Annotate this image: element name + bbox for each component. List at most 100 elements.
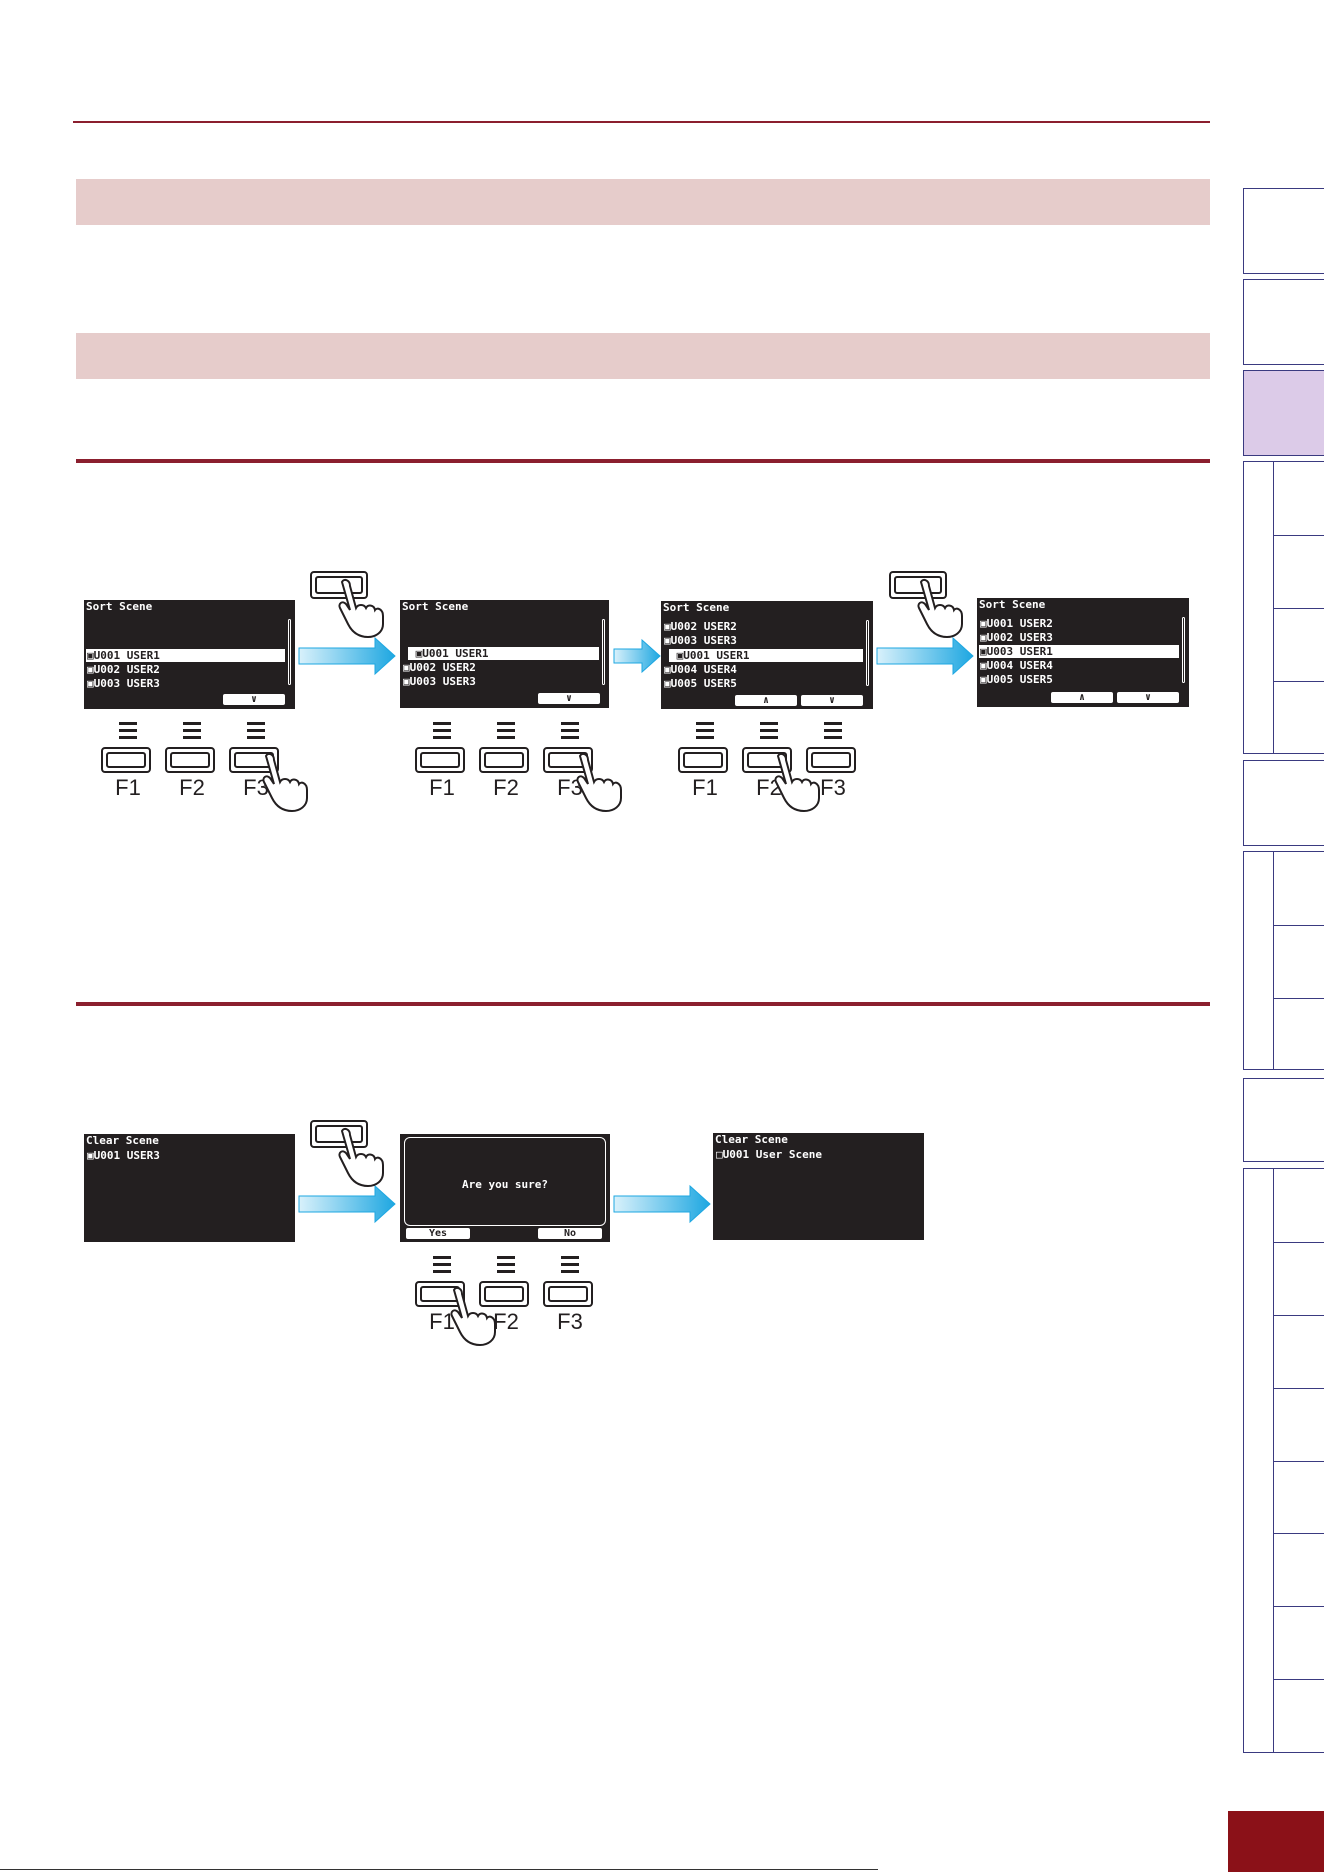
side-subtab-divider — [1273, 1461, 1324, 1462]
lcd-scrollbar — [602, 619, 605, 685]
function-label: F2 — [493, 1309, 519, 1334]
lcd-row: ▣U004 USER4 — [664, 663, 737, 676]
side-tab-5[interactable] — [1243, 760, 1324, 846]
side-tab-1[interactable] — [1243, 188, 1324, 274]
function-indicator-icon — [760, 722, 778, 740]
function-button-f2: F2 — [477, 722, 535, 802]
lcd-row-selected: ▣U001 USER1 — [408, 647, 599, 660]
lcd-row: ▣U003 USER3 — [403, 675, 476, 688]
lcd-down-button: ∨ — [223, 694, 285, 705]
side-subtab-divider — [1273, 681, 1324, 682]
lcd-row: ▣U005 USER5 — [980, 673, 1053, 686]
function-label: F3 — [820, 775, 846, 800]
function-button-f1: F1 — [413, 722, 471, 802]
lcd-screen-sort-2: Sort Scene ▣U001 USER1 ▣U002 USER2 ▣U003… — [400, 600, 609, 708]
lcd-title: Clear Scene — [715, 1133, 788, 1146]
heading-band-1 — [76, 179, 1210, 225]
lcd-screen-sort-1: Sort Scene ▣U001 USER1 ▣U002 USER2 ▣U003… — [84, 600, 295, 709]
function-indicator-icon — [561, 1256, 579, 1274]
side-subtab-divider — [1273, 608, 1324, 609]
lcd-row: ▣U002 USER2 — [403, 661, 476, 674]
section-rule-clear — [76, 1002, 1210, 1006]
function-indicator-icon — [497, 1256, 515, 1274]
function-label: F3 — [557, 1309, 583, 1334]
lcd-down-button: ∨ — [801, 695, 863, 706]
confirm-dialog: Are you sure? — [404, 1137, 606, 1226]
lcd-screen-sort-4: Sort Scene ▣U001 USER2 ▣U002 USER3 ▣U003… — [977, 598, 1189, 707]
function-indicator-icon — [119, 722, 137, 740]
function-indicator-icon — [433, 722, 451, 740]
side-subtab-divider — [1273, 925, 1324, 926]
header-rule — [73, 121, 1210, 123]
function-button-f1: F1 — [99, 722, 157, 802]
side-tab-2[interactable] — [1243, 279, 1324, 365]
lcd-screen-clear-1: Clear Scene ▣U001 USER3 — [84, 1134, 295, 1242]
pointing-hand-icon — [774, 752, 820, 812]
lcd-scrollbar — [866, 620, 869, 686]
lcd-row: ▣U001 USER2 — [980, 617, 1053, 630]
side-subtab-divider — [1273, 1679, 1324, 1680]
function-key — [415, 747, 465, 773]
lcd-row: ▣U002 USER2 — [87, 663, 160, 676]
function-indicator-icon — [433, 1256, 451, 1274]
side-subtab-divider — [1273, 998, 1324, 999]
function-key — [479, 747, 529, 773]
lcd-row: ▣U005 USER5 — [664, 677, 737, 690]
side-subtab-rule — [1273, 1168, 1274, 1753]
arrow-right-icon — [298, 1184, 396, 1224]
side-subtab-divider — [1273, 1388, 1324, 1389]
lcd-yes-button: Yes — [406, 1228, 470, 1239]
arrow-right-icon — [613, 1184, 711, 1224]
function-button-f2: F2 — [163, 722, 221, 802]
function-label: F1 — [429, 775, 455, 800]
function-button-f3: F3 — [804, 722, 862, 802]
function-button-f2: F2 — [477, 1256, 535, 1336]
side-tab-6[interactable] — [1243, 851, 1324, 1070]
function-indicator-icon — [824, 722, 842, 740]
lcd-row: ▣U002 USER2 — [664, 620, 737, 633]
enter-key — [310, 1120, 368, 1148]
function-indicator-icon — [696, 722, 714, 740]
lcd-row: ▣U001 USER3 — [87, 1149, 160, 1162]
lcd-title: Sort Scene — [979, 598, 1046, 611]
function-key — [678, 747, 728, 773]
lcd-row: ▣U004 USER4 — [980, 659, 1053, 672]
enter-key — [889, 571, 947, 599]
lcd-row-selected: ▣U001 USER1 — [86, 649, 285, 662]
arrow-right-icon — [298, 636, 396, 676]
lcd-title: Sort Scene — [86, 600, 153, 613]
pointing-hand-icon — [450, 1286, 496, 1346]
side-subtab-divider — [1273, 535, 1324, 536]
enter-key — [310, 571, 368, 599]
confirm-message: Are you sure? — [461, 1178, 549, 1191]
lcd-screen-sort-3: Sort Scene ▣U002 USER2 ▣U003 USER3 ▣U001… — [661, 601, 873, 709]
side-tab-3-active[interactable] — [1243, 370, 1324, 456]
function-label: F1 — [692, 775, 718, 800]
lcd-row-selected: ▣U003 USER1 — [979, 645, 1179, 658]
lcd-row: ▣U003 USER3 — [664, 634, 737, 647]
function-key — [543, 1281, 593, 1307]
function-button-f3: F3 — [541, 1256, 599, 1336]
side-subtab-divider — [1273, 1315, 1324, 1316]
function-indicator-icon — [561, 722, 579, 740]
function-indicator-icon — [247, 722, 265, 740]
lcd-title: Clear Scene — [86, 1134, 159, 1147]
function-label: F2 — [179, 775, 205, 800]
function-label: F1 — [115, 775, 141, 800]
lcd-down-button: ∨ — [538, 693, 600, 704]
pointing-hand-icon — [338, 578, 384, 638]
lcd-row: ▣U003 USER3 — [87, 677, 160, 690]
side-tab-7[interactable] — [1243, 1078, 1324, 1162]
side-tab-8[interactable] — [1243, 1168, 1324, 1753]
arrow-right-icon — [876, 636, 974, 676]
lcd-row-selected: ▣U001 USER1 — [669, 649, 863, 662]
footer-rule — [0, 1869, 878, 1870]
section-rule-sort — [76, 459, 1210, 463]
lcd-up-button: ∧ — [1051, 692, 1113, 703]
function-label: F2 — [493, 775, 519, 800]
lcd-scrollbar — [288, 619, 291, 685]
side-tab-4[interactable] — [1243, 461, 1324, 754]
pointing-hand-icon — [576, 752, 622, 812]
function-indicator-icon — [183, 722, 201, 740]
pointing-hand-icon — [338, 1127, 384, 1187]
